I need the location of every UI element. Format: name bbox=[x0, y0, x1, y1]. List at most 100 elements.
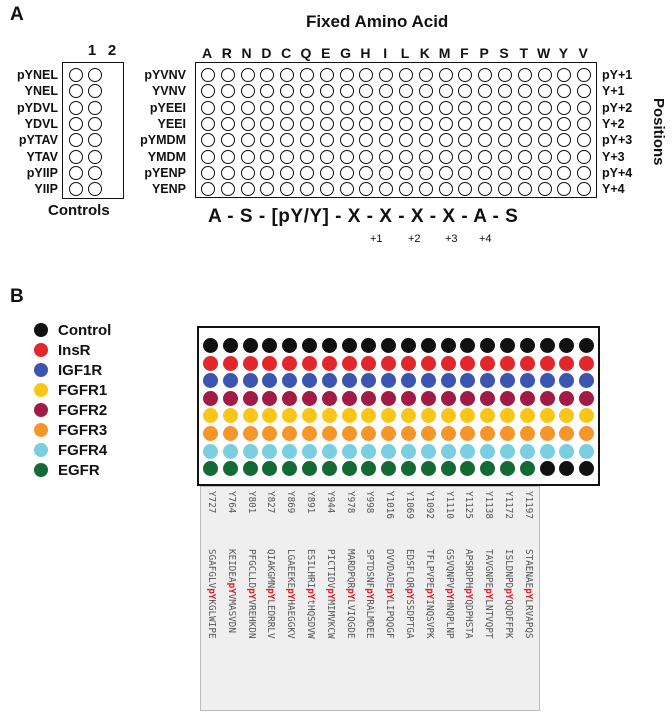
colored-well bbox=[203, 461, 218, 477]
empty-well bbox=[88, 182, 102, 197]
empty-well bbox=[240, 68, 255, 82]
empty-well bbox=[458, 68, 473, 82]
empty-well bbox=[319, 165, 334, 180]
colored-well bbox=[539, 355, 555, 371]
empty-well bbox=[339, 116, 354, 131]
empty-well bbox=[458, 84, 473, 99]
empty-well bbox=[399, 182, 413, 197]
peptide-id: Y1069 bbox=[404, 491, 415, 519]
empty-well bbox=[399, 149, 413, 164]
colored-well bbox=[401, 426, 416, 441]
colored-well bbox=[559, 461, 575, 477]
empty-well bbox=[537, 149, 552, 164]
colored-well bbox=[539, 390, 555, 406]
empty-well bbox=[319, 133, 334, 148]
panel-a-letter: A bbox=[10, 4, 24, 25]
amino-acid-letter: F bbox=[460, 45, 469, 61]
colored-well bbox=[361, 426, 377, 441]
sequence-post: QDPHSTA bbox=[463, 599, 475, 639]
empty-well bbox=[458, 149, 473, 164]
colored-well bbox=[500, 443, 515, 459]
colored-well bbox=[203, 408, 218, 424]
empty-well bbox=[319, 182, 334, 197]
empty-well bbox=[260, 100, 275, 115]
peptide-id: Y998 bbox=[364, 491, 376, 514]
empty-well bbox=[240, 165, 255, 180]
colored-well bbox=[222, 443, 238, 459]
sequence-pre: KEIDEA bbox=[225, 549, 237, 583]
colored-well bbox=[321, 461, 337, 477]
colored-well bbox=[282, 408, 298, 424]
control-label: pYTAV bbox=[18, 133, 58, 148]
colored-well bbox=[381, 338, 397, 353]
phospho-tyrosine: pY bbox=[384, 588, 396, 600]
empty-well bbox=[240, 84, 255, 99]
legend-label: FGFR1 bbox=[58, 381, 108, 399]
empty-well bbox=[478, 133, 493, 148]
empty-well bbox=[379, 165, 394, 180]
legend-label: FGFR4 bbox=[58, 441, 108, 459]
colored-well bbox=[341, 338, 357, 353]
colored-well bbox=[401, 408, 416, 424]
peptide-id: Y1138 bbox=[483, 491, 495, 519]
colored-well bbox=[500, 408, 515, 424]
colored-well bbox=[341, 355, 357, 371]
colored-well bbox=[579, 443, 595, 459]
empty-well bbox=[379, 68, 394, 82]
colored-well bbox=[460, 338, 476, 353]
fixed-amino-acid-title: Fixed Amino Acid bbox=[306, 12, 449, 31]
empty-well bbox=[300, 68, 314, 82]
phospho-tyrosine: pY bbox=[206, 588, 217, 600]
colored-well bbox=[321, 426, 337, 441]
empty-well bbox=[537, 133, 552, 148]
empty-well bbox=[577, 182, 592, 197]
empty-well bbox=[359, 149, 374, 164]
empty-well bbox=[478, 182, 493, 197]
empty-well bbox=[88, 100, 102, 115]
empty-well bbox=[260, 133, 275, 148]
empty-well bbox=[438, 149, 453, 164]
colored-well bbox=[222, 426, 238, 441]
colored-well bbox=[401, 390, 416, 406]
peptide-id: Y1092 bbox=[423, 491, 435, 519]
colored-well bbox=[262, 426, 278, 441]
empty-well bbox=[537, 100, 552, 115]
sequence-pre: EDSFLQR bbox=[404, 549, 415, 589]
row-label-right: pY+4 bbox=[602, 165, 633, 180]
colored-well bbox=[460, 426, 476, 441]
amino-acid-letter: K bbox=[419, 45, 430, 61]
empty-well bbox=[339, 100, 354, 115]
sequence-post: QQDFFPK bbox=[503, 599, 514, 639]
colored-well bbox=[500, 390, 515, 406]
colored-well bbox=[203, 373, 218, 389]
empty-well bbox=[201, 100, 215, 115]
colored-well bbox=[500, 373, 515, 389]
colored-well bbox=[460, 443, 476, 459]
colored-well bbox=[282, 373, 298, 389]
empty-well bbox=[517, 68, 532, 82]
colored-well bbox=[242, 338, 258, 353]
empty-well bbox=[280, 116, 295, 131]
colored-well bbox=[242, 373, 258, 389]
peptide-sequence: LGAEEKEpYHAEGGKV bbox=[285, 549, 296, 639]
row-label-left: YVNV bbox=[151, 84, 186, 99]
empty-well bbox=[220, 84, 235, 99]
colored-well bbox=[440, 443, 456, 459]
empty-well bbox=[517, 133, 532, 148]
phospho-tyrosine: pY bbox=[404, 588, 415, 600]
amino-acid-letter: Q bbox=[300, 45, 312, 61]
empty-well bbox=[438, 84, 453, 99]
peptide-sequence: MARDPQRpYLVIQGDE bbox=[345, 549, 356, 639]
empty-well bbox=[537, 116, 552, 131]
empty-well bbox=[339, 149, 354, 164]
peptide-sequence: STAENAEpYLRVAPQS bbox=[523, 549, 534, 639]
colored-well bbox=[321, 443, 337, 459]
empty-well bbox=[201, 84, 215, 99]
empty-well bbox=[399, 68, 413, 82]
legend-color-dot bbox=[34, 403, 48, 417]
sequence-pre: ESILHRI bbox=[305, 549, 316, 589]
empty-well bbox=[339, 165, 354, 180]
empty-well bbox=[260, 68, 275, 82]
colored-well bbox=[302, 408, 317, 424]
